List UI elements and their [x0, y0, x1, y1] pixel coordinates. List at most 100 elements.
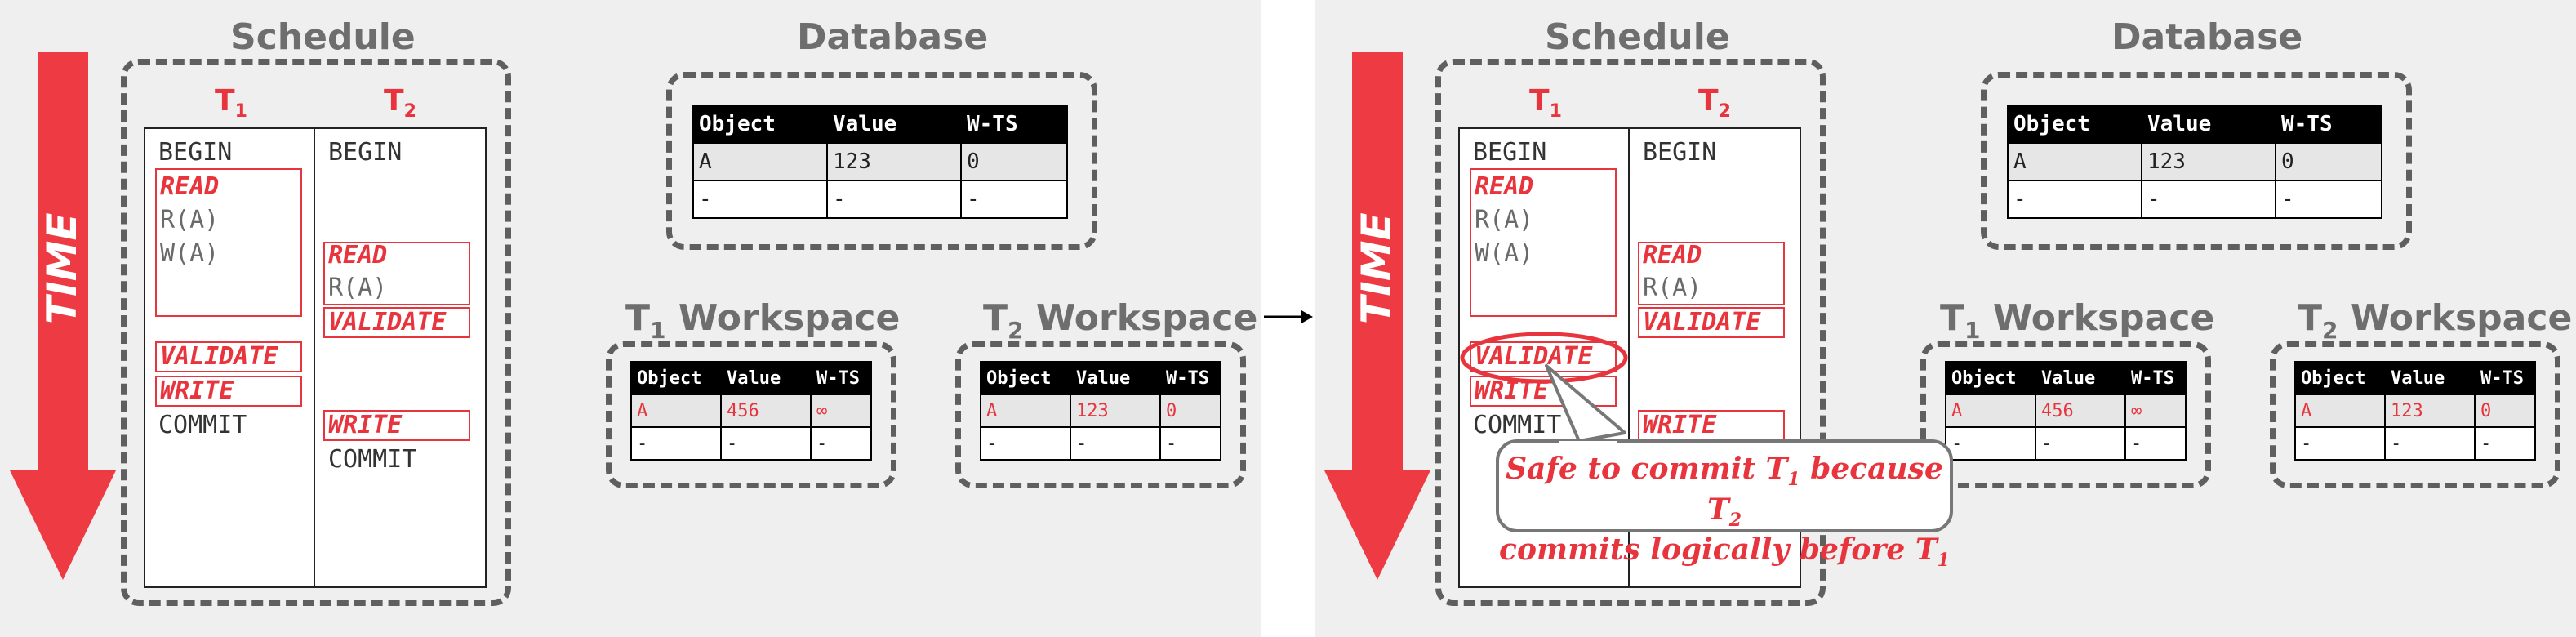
left-panel: TIME Schedule T1 T2 BEGIN READ R(A) W(A)… — [0, 0, 1261, 637]
database-col-value: Value — [826, 105, 962, 144]
database-cell: - — [960, 180, 1068, 219]
t2-workspace-header-row: Object Value W-TS — [980, 361, 1221, 395]
database-heading: Database — [2111, 16, 2303, 58]
database-heading: Database — [797, 16, 989, 58]
t1-workspace-cell: - — [2035, 426, 2126, 461]
t1-read: READ — [160, 172, 220, 201]
database-frame — [1981, 72, 2412, 250]
table-row: A 123 0 — [692, 142, 1068, 181]
t2-workspace-heading: T2 Workspace — [983, 297, 1258, 344]
t1-write-a: W(A) — [160, 239, 220, 268]
t1-workspace-cell: ∞ — [2124, 394, 2187, 428]
t1-workspace-table: Object Value W-TS A 456 ∞ - - - — [630, 361, 872, 461]
t2-write: WRITE — [1643, 411, 1717, 439]
database-table: Object Value W-TS A 123 0 - - - — [692, 105, 1068, 219]
t2-workspace-cell: - — [2384, 426, 2476, 461]
t1-read-a: R(A) — [160, 206, 220, 234]
t1-workspace-heading: T1 Workspace — [625, 297, 901, 344]
schedule-frame — [1435, 59, 1826, 606]
validate-highlight-ellipse — [1460, 332, 1628, 384]
t2-read-a: R(A) — [328, 274, 388, 302]
t1-commit: COMMIT — [1473, 411, 1562, 439]
table-row: - - - — [2007, 180, 2382, 219]
t1-workspace-header-row: Object Value W-TS — [630, 361, 872, 395]
t2-workspace-cell: 0 — [2474, 394, 2536, 428]
t1-workspace-frame — [606, 341, 896, 488]
t2-read-phase-box — [1638, 242, 1785, 305]
t2-label: T2 — [384, 84, 416, 122]
t1-workspace-col-value: Value — [2035, 361, 2126, 395]
t1-validate-box — [155, 341, 302, 372]
database-header-row: Object Value W-TS — [692, 105, 1068, 144]
t1-read-phase-box — [155, 168, 302, 317]
t1-label: T1 — [215, 84, 247, 122]
table-row: A 123 0 — [980, 394, 1221, 428]
callout-line-1: Safe to commit T1 because T2 — [1506, 452, 1943, 531]
t2-validate: VALIDATE — [1643, 308, 1761, 336]
schedule-heading: Schedule — [1545, 16, 1730, 58]
database-header-row: Object Value W-TS — [2007, 105, 2382, 144]
time-arrow-icon — [10, 52, 116, 580]
t2-workspace-col-object: Object — [980, 361, 1071, 395]
t1-workspace-cell: - — [630, 426, 722, 461]
t1-workspace-frame — [1920, 341, 2211, 488]
t1-workspace-col-object: Object — [630, 361, 722, 395]
schedule-column-divider — [314, 129, 315, 586]
database-cell: 0 — [2275, 142, 2382, 181]
schedule-column-divider — [1628, 129, 1630, 586]
t1-workspace-cell: 456 — [2035, 394, 2126, 428]
t1-validate: VALIDATE — [160, 342, 278, 371]
t2-label: T2 — [1698, 84, 1731, 122]
database-cell: - — [2007, 180, 2142, 219]
time-label: TIME — [1353, 212, 1400, 324]
t2-validate: VALIDATE — [328, 308, 447, 336]
t2-workspace-col-wts: W-TS — [1159, 361, 1221, 395]
schedule-frame — [121, 59, 511, 606]
time-arrow-icon — [1324, 52, 1430, 580]
database-col-object: Object — [692, 105, 828, 144]
database-col-value: Value — [2141, 105, 2276, 144]
database-col-wts: W-TS — [960, 105, 1068, 144]
t1-validate: VALIDATE — [1475, 342, 1593, 371]
t2-commit: COMMIT — [328, 445, 417, 474]
database-table: Object Value W-TS A 123 0 - - - — [2007, 105, 2382, 219]
callout-bubble: Safe to commit T1 because T2 commits log… — [1496, 439, 1953, 572]
schedule-table — [144, 127, 487, 588]
t2-workspace-table: Object Value W-TS A 123 0 - - - — [2294, 361, 2536, 461]
table-row: A 456 ∞ — [630, 394, 872, 428]
t1-commit: COMMIT — [158, 411, 247, 439]
database-cell: - — [2141, 180, 2276, 219]
t2-validate-box — [1638, 307, 1785, 338]
database-col-object: Object — [2007, 105, 2142, 144]
t1-workspace-cell: A — [1945, 394, 2036, 428]
database-cell: 123 — [2141, 142, 2276, 181]
t2-workspace-frame — [2270, 341, 2560, 488]
table-row: A 123 0 — [2007, 142, 2382, 181]
right-panel: TIME Schedule T1 T2 BEGIN READ R(A) W(A)… — [1315, 0, 2576, 637]
t2-read: READ — [328, 241, 388, 270]
callout-pointer-icon — [1545, 364, 1626, 443]
t2-workspace-col-value: Value — [1070, 361, 1161, 395]
t2-workspace-cell: 0 — [1159, 394, 1221, 428]
t1-workspace-col-value: Value — [720, 361, 812, 395]
database-cell: A — [2007, 142, 2142, 181]
t2-workspace-col-value: Value — [2384, 361, 2476, 395]
t2-begin: BEGIN — [328, 138, 403, 167]
t1-workspace-cell: - — [2124, 426, 2187, 461]
t1-workspace-col-wts: W-TS — [810, 361, 872, 395]
t1-validate-box — [1470, 341, 1617, 372]
t2-write-box — [323, 410, 470, 441]
database-col-wts: W-TS — [2275, 105, 2382, 144]
t2-workspace-col-wts: W-TS — [2474, 361, 2536, 395]
t1-label: T1 — [1529, 84, 1562, 122]
t1-workspace-cell: A — [630, 394, 722, 428]
t2-read: READ — [1643, 241, 1702, 270]
t1-workspace-cell: ∞ — [810, 394, 872, 428]
t1-write-a: W(A) — [1475, 239, 1534, 268]
database-cell: 0 — [960, 142, 1068, 181]
database-cell: - — [692, 180, 828, 219]
t2-workspace-frame — [955, 341, 1246, 488]
t1-read-phase-box — [1470, 168, 1617, 317]
database-frame — [666, 72, 1097, 250]
database-cell: - — [826, 180, 962, 219]
